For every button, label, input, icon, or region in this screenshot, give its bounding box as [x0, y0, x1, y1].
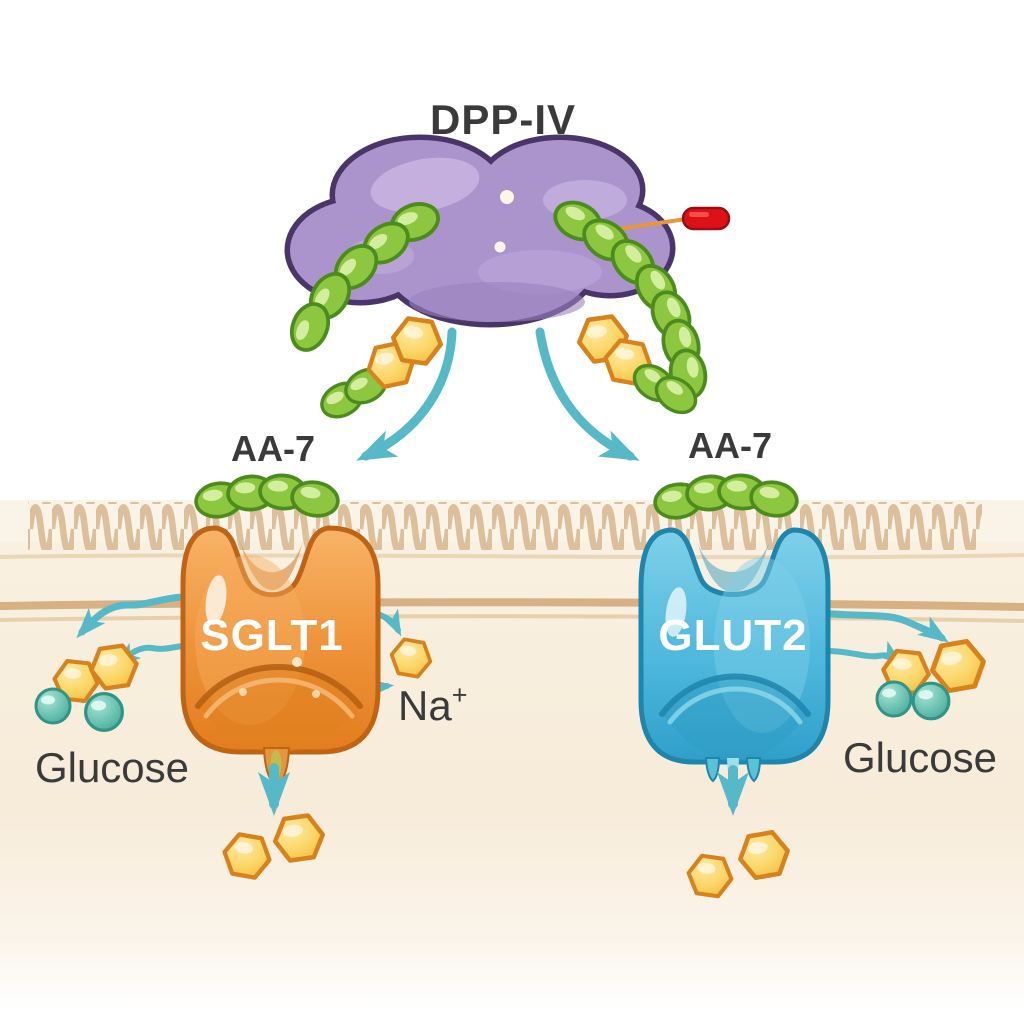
glut2-pocket-inner: [667, 686, 803, 725]
cleave-arrow-right: [535, 327, 640, 461]
membrane-squiggle: [28, 502, 982, 550]
glut2-label: GLUT2: [658, 611, 807, 660]
enzyme-dot: [494, 241, 506, 253]
red-capsule-inhibitor-icon: [681, 206, 731, 231]
sglt1-notch-shading: [237, 531, 306, 590]
enzyme-dot: [500, 190, 514, 204]
sglt1-pocket-inner: [203, 677, 355, 719]
sodium-ion: [34, 687, 72, 725]
enzyme-shadow: [409, 282, 585, 322]
cytosol-region: [0, 542, 1024, 1024]
sodium-label: Na+: [398, 680, 467, 729]
glut2-drip: [704, 757, 721, 783]
sglt1-highlight: [205, 575, 227, 625]
sglt1-dot: [239, 688, 247, 696]
cleave-arrow-left: [356, 327, 457, 461]
sglt1-label: SGLT1: [200, 611, 344, 660]
glucose-label-left: Glucose: [35, 744, 189, 791]
enzyme-label: DPP-IV: [430, 96, 576, 143]
glucose-label-right: Glucose: [843, 734, 997, 781]
glut2-highlight: [665, 587, 687, 637]
glut2-transporter: GLUT2: [638, 527, 831, 790]
glut2-notch-shading: [695, 533, 772, 592]
enzyme-highlight: [370, 157, 480, 213]
fragment-label-left: AA-7: [231, 428, 315, 469]
sodium-ion: [911, 681, 951, 721]
sodium-ion: [875, 680, 913, 718]
glut2-drip: [745, 757, 762, 783]
sglt1-dot: [312, 690, 320, 698]
glut2-pocket-rim: [659, 673, 811, 717]
sglt1-pocket-rim: [195, 664, 363, 709]
membrane-line-upper: [0, 553, 1024, 560]
sglt1-dot: [292, 657, 302, 667]
fragment-label-right: AA-7: [688, 425, 772, 466]
glucose-exit-arrow-right-1: [806, 608, 949, 643]
sodium-ion: [84, 692, 124, 732]
